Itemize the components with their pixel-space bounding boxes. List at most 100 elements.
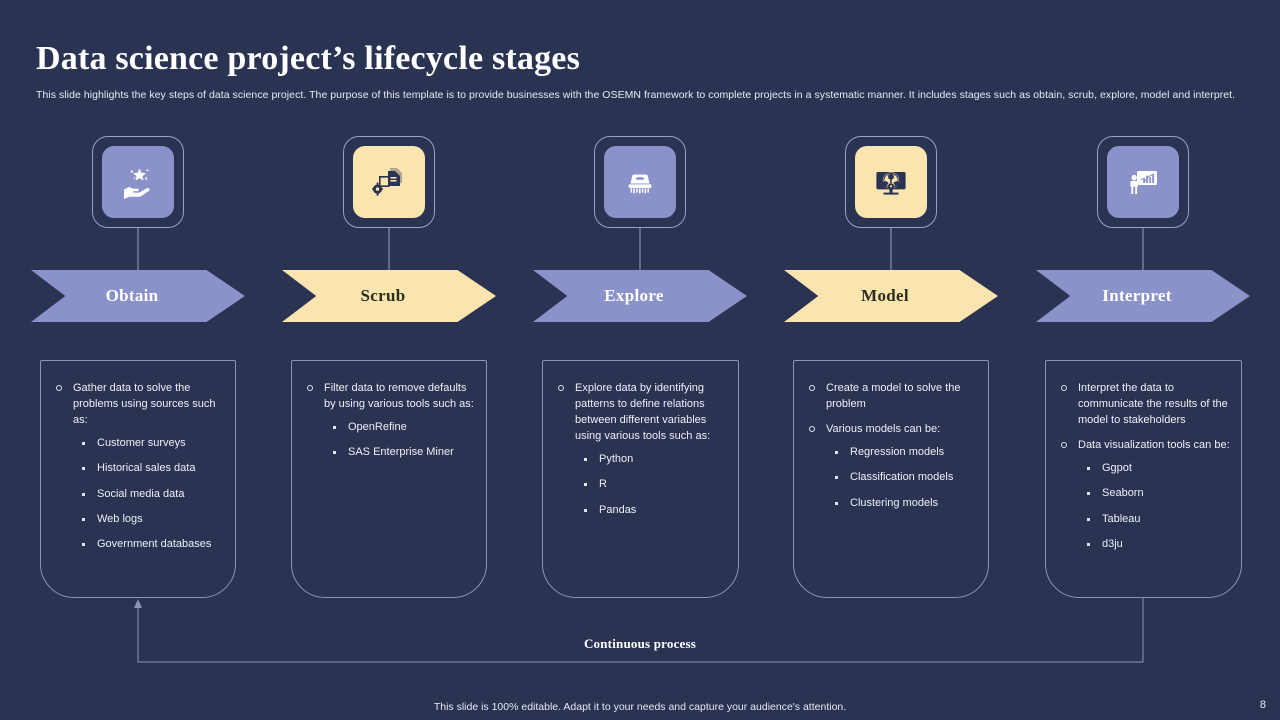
- list-item: Web logs: [73, 512, 225, 527]
- hand-with-star-icon: [102, 146, 174, 218]
- bullet-list: Create a model to solve the problem Vari…: [804, 381, 978, 511]
- list-item: Various models can be: Regression models…: [804, 422, 978, 511]
- list-item-label: R: [599, 478, 607, 491]
- continuous-process-label: Continuous process: [583, 636, 697, 651]
- bullet-list: Explore data by identifying patterns to …: [553, 381, 728, 518]
- circle-bullet-icon: [56, 385, 62, 391]
- list-item-label: Web logs: [97, 512, 143, 525]
- square-bullet-icon: [333, 451, 336, 455]
- sub-bullet-list: Regression models Classification models …: [826, 445, 978, 511]
- square-bullet-icon: [82, 543, 85, 547]
- list-item-label: Historical sales data: [97, 462, 196, 475]
- list-item-label: Customer surveys: [97, 436, 186, 449]
- circle-bullet-icon: [809, 425, 815, 432]
- list-item: SAS Enterprise Miner: [324, 445, 476, 460]
- stage-arrow-label-interpret: Interpret: [1102, 286, 1172, 305]
- circle-bullet-icon: [558, 385, 564, 391]
- square-bullet-icon: [584, 508, 587, 512]
- bullet-list: Filter data to remove defaults by using …: [302, 381, 476, 461]
- stage-arrow-label-model: Model: [861, 286, 909, 305]
- stage-arrow-scrub[interactable]: Scrub: [282, 270, 496, 322]
- list-item-label: Various models can be:: [826, 422, 941, 435]
- list-item: Gather data to solve the problems using …: [51, 381, 225, 553]
- circle-bullet-icon: [307, 385, 313, 391]
- square-bullet-icon: [835, 476, 838, 480]
- icon-frame-scrub: [343, 136, 435, 228]
- content-card-explore: Explore data by identifying patterns to …: [542, 360, 739, 598]
- stage-arrow-explore[interactable]: Explore: [533, 270, 747, 322]
- list-item: Filter data to remove defaults by using …: [302, 381, 476, 461]
- content-card-obtain: Gather data to solve the problems using …: [40, 360, 236, 598]
- content-card-interpret: Interpret the data to communicate the re…: [1045, 360, 1242, 598]
- square-bullet-icon: [82, 492, 85, 496]
- list-item: Ggpot: [1078, 461, 1231, 476]
- monitor-gears-model-icon: [855, 146, 927, 218]
- list-item-label: Pandas: [599, 503, 637, 516]
- list-item: R: [575, 477, 728, 492]
- list-item-label: SAS Enterprise Miner: [348, 446, 454, 459]
- list-item-label: Regression models: [850, 445, 945, 458]
- connector-line-obtain: [137, 228, 139, 270]
- list-item: Python: [575, 452, 728, 467]
- list-item-label: Interpret the data to communicate the re…: [1078, 382, 1228, 426]
- list-item-label: Seaborn: [1102, 487, 1144, 500]
- scrub-brush-icon: [604, 146, 676, 218]
- bullet-list: Interpret the data to communicate the re…: [1056, 381, 1231, 552]
- document-gear-workflow-icon: [353, 146, 425, 218]
- list-item-label: Python: [599, 452, 634, 465]
- list-item: Social media data: [73, 487, 225, 502]
- presenter-whiteboard-chart-icon: [1107, 146, 1179, 218]
- bullet-list: Gather data to solve the problems using …: [51, 381, 225, 553]
- list-item-label: Explore data by identifying patterns to …: [575, 382, 711, 442]
- square-bullet-icon: [1087, 542, 1090, 546]
- stage-arrow-label-explore: Explore: [604, 286, 664, 305]
- square-bullet-icon: [835, 450, 838, 454]
- stage-arrow-label-scrub: Scrub: [360, 286, 406, 305]
- list-item-label: Tableau: [1102, 512, 1141, 525]
- list-item-label: Data visualization tools can be:: [1078, 438, 1230, 451]
- square-bullet-icon: [835, 501, 838, 505]
- list-item-label: Government databases: [97, 538, 212, 551]
- icon-frame-model: [845, 136, 937, 228]
- list-item: Customer surveys: [73, 436, 225, 451]
- sub-bullet-list: Customer surveys Historical sales data S…: [73, 436, 225, 553]
- list-item: Clustering models: [826, 496, 978, 511]
- list-item: Explore data by identifying patterns to …: [553, 381, 728, 518]
- connector-line-scrub: [388, 228, 390, 270]
- list-item: Tableau: [1078, 512, 1231, 527]
- list-item: Pandas: [575, 503, 728, 518]
- list-item-label: Classification models: [850, 471, 954, 484]
- stage-arrow-label-obtain: Obtain: [105, 286, 159, 305]
- circle-bullet-icon: [809, 385, 815, 391]
- list-item-label: Gather data to solve the problems using …: [73, 382, 216, 426]
- stage-arrow-obtain[interactable]: Obtain: [31, 270, 245, 322]
- icon-frame-explore: [594, 136, 686, 228]
- circle-bullet-icon: [1061, 441, 1067, 448]
- list-item: Regression models: [826, 445, 978, 460]
- list-item: Interpret the data to communicate the re…: [1056, 381, 1231, 429]
- square-bullet-icon: [1087, 466, 1090, 470]
- connector-line-interpret: [1142, 228, 1144, 270]
- square-bullet-icon: [82, 517, 85, 521]
- sub-bullet-list: Ggpot Seaborn Tableau d3ju: [1078, 461, 1231, 553]
- square-bullet-icon: [333, 425, 336, 429]
- connector-line-explore: [639, 228, 641, 270]
- list-item: Create a model to solve the problem: [804, 381, 978, 413]
- icon-frame-obtain: [92, 136, 184, 228]
- list-item-label: Create a model to solve the problem: [826, 382, 961, 410]
- list-item: Government databases: [73, 537, 225, 552]
- footer-note: This slide is 100% editable. Adapt it to…: [433, 701, 847, 713]
- list-item: Seaborn: [1078, 486, 1231, 501]
- circle-bullet-icon: [1061, 385, 1067, 391]
- list-item-label: Filter data to remove defaults by using …: [324, 382, 474, 410]
- stage-arrow-interpret[interactable]: Interpret: [1036, 270, 1250, 322]
- list-item: Data visualization tools can be: Ggpot S…: [1056, 438, 1231, 553]
- stage-arrow-model[interactable]: Model: [784, 270, 998, 322]
- sub-bullet-list: Python R Pandas: [575, 452, 728, 518]
- content-card-scrub: Filter data to remove defaults by using …: [291, 360, 487, 598]
- square-bullet-icon: [1087, 492, 1090, 496]
- page-title: Data science project’s lifecycle stages: [36, 40, 581, 77]
- list-item-label: d3ju: [1102, 537, 1123, 550]
- list-item: d3ju: [1078, 537, 1231, 552]
